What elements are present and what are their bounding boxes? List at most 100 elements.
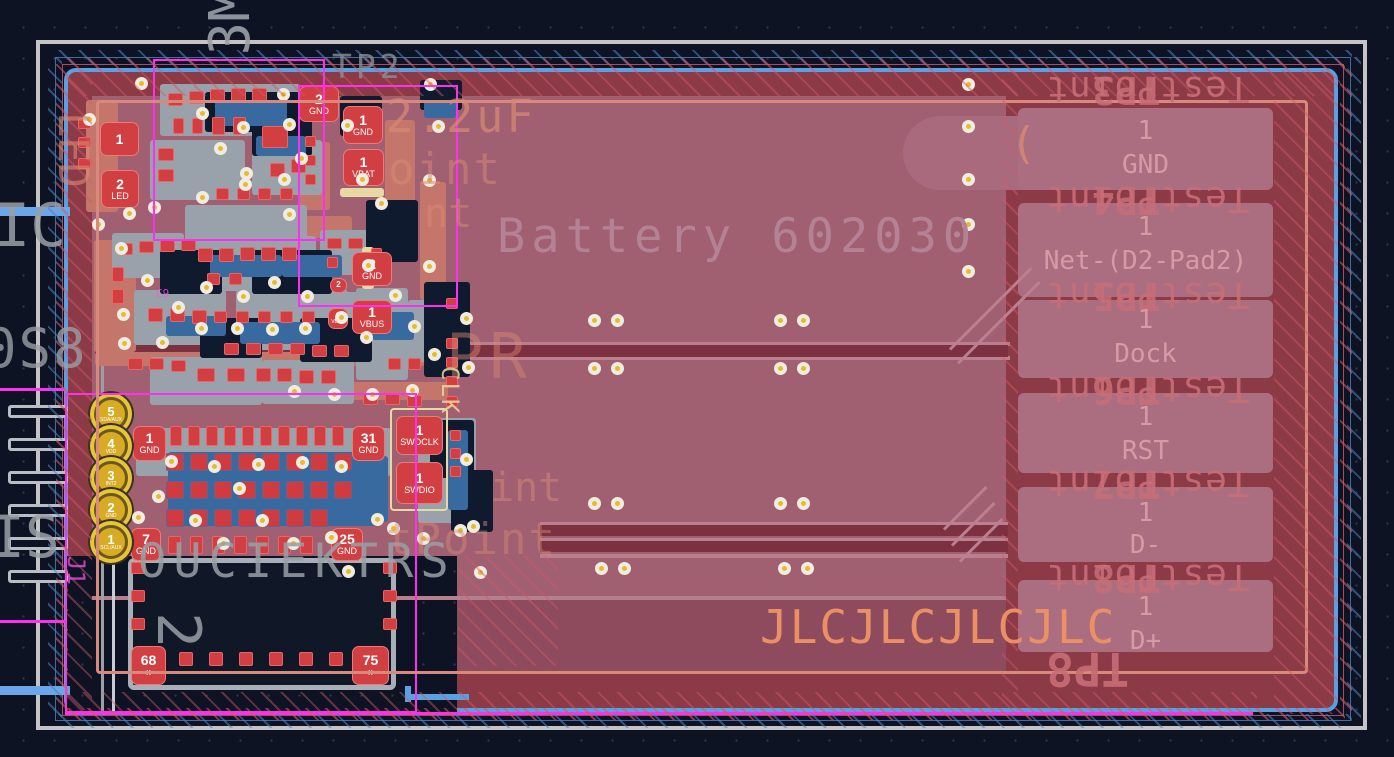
smd-pad[interactable] — [234, 536, 247, 554]
smd-pad[interactable] — [299, 652, 313, 666]
smd-pad[interactable] — [300, 536, 313, 554]
via[interactable] — [797, 497, 810, 510]
smd-pad[interactable] — [238, 509, 256, 527]
smd-pad[interactable] — [282, 247, 297, 261]
silk-text-led[interactable]: LED — [49, 112, 98, 188]
smd-pad[interactable] — [383, 562, 397, 574]
smd-pad[interactable] — [112, 267, 124, 282]
via[interactable] — [301, 290, 314, 303]
smd-pad[interactable] — [290, 343, 305, 355]
via[interactable] — [283, 118, 296, 131]
smd-pad[interactable] — [286, 509, 304, 527]
pad-2[interactable]: 2 — [330, 278, 347, 293]
silk-text-[interactable]: ( — [1010, 118, 1037, 169]
smd-pad[interactable] — [383, 618, 397, 630]
via[interactable] — [231, 322, 244, 335]
smd-pad[interactable] — [166, 481, 184, 499]
smd-pad[interactable] — [242, 426, 254, 446]
smd-pad[interactable] — [256, 536, 269, 554]
smd-pad[interactable] — [262, 481, 280, 499]
via[interactable] — [962, 78, 975, 91]
smd-pad[interactable] — [216, 188, 229, 200]
smd-pad[interactable] — [310, 481, 328, 499]
via[interactable] — [774, 314, 787, 327]
via[interactable] — [115, 242, 128, 255]
silk-text-clk[interactable]: CLK — [436, 366, 464, 416]
via[interactable] — [962, 173, 975, 186]
smd-pad[interactable] — [446, 396, 458, 407]
smd-pad[interactable] — [334, 481, 352, 499]
via[interactable] — [208, 460, 221, 473]
silk-text-j1[interactable]: J1 — [62, 556, 90, 585]
via[interactable] — [611, 362, 624, 375]
via[interactable] — [588, 314, 601, 327]
smd-pad[interactable] — [332, 426, 344, 446]
via[interactable] — [467, 520, 480, 533]
smd-pad[interactable] — [278, 426, 290, 446]
smd-pad[interactable] — [408, 358, 421, 370]
silk-text-tp8[interactable]: TP8 — [1046, 642, 1130, 696]
silk-text-ic[interactable]: IC — [0, 191, 67, 261]
via[interactable] — [417, 532, 430, 545]
via[interactable] — [375, 197, 388, 210]
via[interactable] — [83, 113, 96, 126]
via[interactable] — [424, 78, 437, 91]
smd-pad[interactable] — [168, 536, 181, 554]
smd-pad[interactable] — [131, 618, 145, 630]
smd-pad[interactable] — [170, 426, 182, 446]
via[interactable] — [196, 191, 209, 204]
smd-pad[interactable] — [286, 481, 304, 499]
via[interactable] — [474, 566, 487, 579]
smd-pad[interactable] — [190, 453, 208, 471]
smd-pad[interactable] — [450, 430, 461, 441]
smd-pad[interactable] — [171, 360, 186, 372]
silk-text-tpoint[interactable]: tPoint — [386, 514, 557, 565]
smd-pad[interactable] — [261, 247, 276, 261]
via[interactable] — [217, 537, 230, 550]
smd-pad[interactable] — [314, 426, 326, 446]
silk-text-tp2[interactable]: TP2 — [332, 47, 404, 86]
smd-pad[interactable] — [450, 466, 461, 477]
silk-text-22uf[interactable]: 2.2uF — [386, 90, 537, 143]
smd-pad[interactable] — [240, 247, 255, 261]
testpoint-pad-TP4[interactable] — [1018, 203, 1273, 297]
via[interactable] — [962, 218, 975, 231]
via[interactable] — [462, 361, 475, 374]
smd-pad[interactable] — [310, 509, 328, 527]
silk-text-3m[interactable]: 3M — [198, 0, 263, 56]
via[interactable] — [335, 311, 348, 324]
smd-pad[interactable] — [348, 238, 363, 249]
via[interactable] — [256, 514, 269, 527]
smd-pad[interactable] — [78, 137, 91, 148]
via[interactable] — [237, 121, 250, 134]
via[interactable] — [135, 77, 148, 90]
testpoint-pad-TP6[interactable] — [1018, 393, 1273, 473]
testpoint-ref-TP3[interactable]: TP3 — [1092, 68, 1161, 112]
silk-text-jlcjlcjlcjlc[interactable]: JLCJLCJLCJLC — [760, 600, 1117, 654]
smd-pad[interactable] — [214, 509, 232, 527]
via[interactable] — [165, 455, 178, 468]
via[interactable] — [195, 322, 208, 335]
via[interactable] — [588, 497, 601, 510]
smd-pad[interactable] — [246, 343, 261, 355]
via[interactable] — [237, 290, 250, 303]
smd-pad[interactable] — [214, 481, 232, 499]
smd-pad[interactable] — [206, 426, 218, 446]
smd-pad[interactable] — [268, 343, 283, 355]
smd-pad[interactable] — [280, 311, 293, 323]
smd-pad[interactable] — [305, 136, 316, 147]
smd-pad[interactable] — [227, 368, 245, 382]
via[interactable] — [214, 142, 227, 155]
smd-pad[interactable] — [334, 345, 349, 357]
smd-pad[interactable] — [236, 311, 249, 323]
via[interactable] — [962, 120, 975, 133]
smd-pad[interactable] — [305, 174, 316, 185]
via[interactable] — [618, 562, 631, 575]
